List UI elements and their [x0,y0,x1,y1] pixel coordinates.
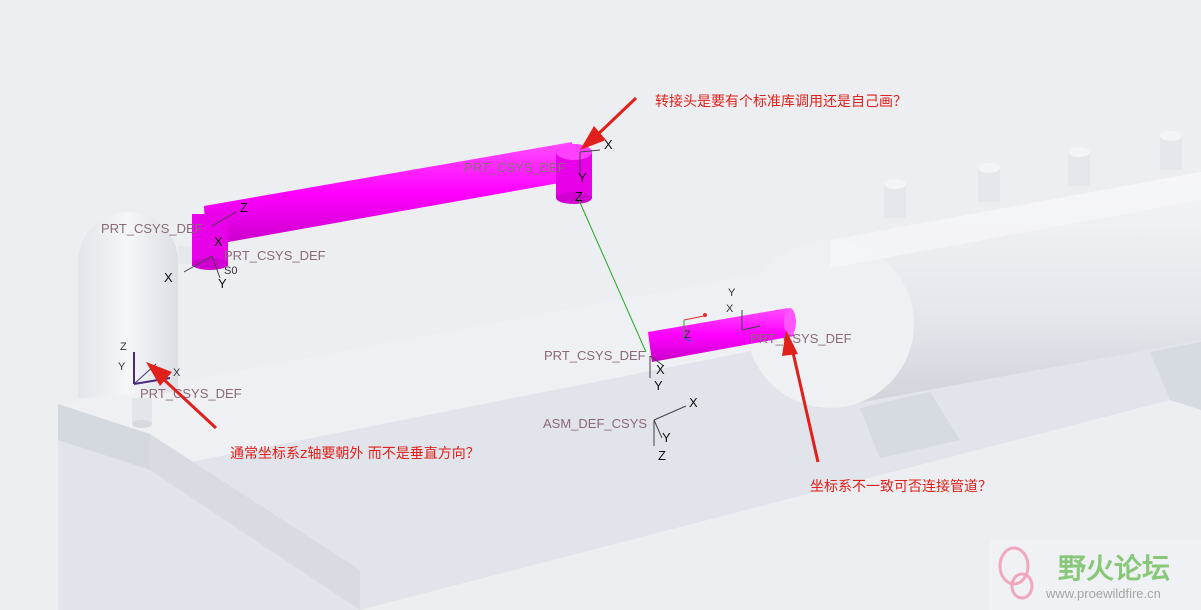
csys-label-right-nozzle: PRT_CSYS_DEF [750,331,852,346]
butterfly-logo-icon [998,546,1034,600]
svg-text:X: X [164,270,173,285]
svg-text:Z: Z [684,329,691,341]
svg-text:X: X [214,234,223,249]
svg-text:Z: Z [240,200,248,215]
svg-text:Y: Y [654,378,663,393]
annotation-connector: 转接头是要有个标准库调用还是自己画？ [655,93,907,110]
svg-text:Z: Z [658,448,666,463]
annotation-csys-mismatch: 坐标系不一致可否连接管道？ [810,478,992,495]
csys-label-left-elbow-lower: PRT_CSYS_DEF [224,248,326,263]
svg-text:Y: Y [728,287,736,299]
csys-label-top-pipe: PRT_CSYS_DEF [464,160,566,175]
pipe-top-run[interactable] [192,142,592,270]
svg-text:S0: S0 [224,265,237,277]
vessel-nozzles [884,131,1182,218]
axis-letters: X Y Z Z X X Y S0 Z Y X X Y Z Y X X Y Z [118,137,736,463]
arrow-connector-icon [580,96,638,150]
svg-text:Y: Y [118,361,126,373]
svg-text:Y: Y [662,430,671,445]
watermark-name: 野火论坛 [1058,552,1170,585]
pipe-lower-run[interactable] [648,308,796,362]
watermark: 野火论坛 www.proewildfire.cn [990,540,1201,610]
svg-text:Z: Z [120,341,127,353]
svg-text:Z: Z [575,189,583,204]
annotation-arrows [146,96,820,463]
csys-label-right-pipe: PRT_CSYS_DEF [544,348,646,363]
annotation-z-axis: 通常坐标系z轴要朝外 而不是垂直方向？ [230,445,480,462]
svg-text:Y: Y [218,276,227,291]
svg-text:X: X [604,137,613,152]
csys-label-left-elbow: PRT_CSYS_DEF [101,221,203,236]
connection-line[interactable] [577,197,647,353]
svg-text:X: X [689,395,698,410]
arrow-z-axis-icon [146,362,218,430]
svg-text:X: X [726,303,734,315]
svg-text:X: X [656,362,665,377]
arrow-csys-mismatch-icon [782,330,820,463]
svg-text:X: X [173,367,181,379]
horizontal-vessel[interactable] [746,131,1201,458]
csys-label-assembly: ASM_DEF_CSYS [543,416,647,431]
watermark-url: www.proewildfire.cn [1045,586,1161,601]
csys-label-left-vessel: PRT_CSYS_DEF [140,386,242,401]
svg-text:Y: Y [578,170,587,185]
small-csys-marker [683,313,707,343]
